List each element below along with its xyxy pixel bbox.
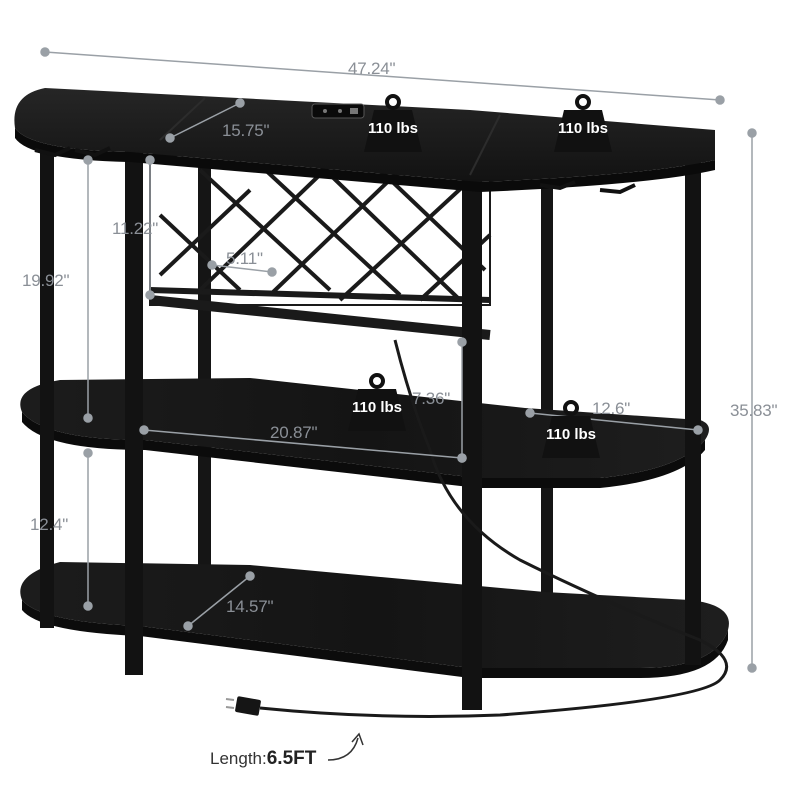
cord-length-caption: Length:6.5FT — [210, 748, 316, 770]
cord-pointer-arrow — [327, 737, 359, 761]
weight-icon — [364, 94, 422, 152]
dim-rack-height: 11.22" — [112, 219, 159, 238]
weight-icon — [542, 400, 600, 458]
weight-label: 110 lbs — [545, 426, 597, 443]
weight-label: 110 lbs — [557, 120, 609, 137]
bottom-shelf — [20, 562, 729, 678]
power-cord — [259, 339, 729, 718]
weight-label: 110 lbs — [351, 399, 403, 416]
weight-label: 110 lbs — [367, 120, 419, 137]
dim-rack-cell: 5.11" — [226, 249, 263, 268]
weight-badge-top-left: 110 lbs — [360, 94, 426, 152]
dim-side-upper-height: 19.92" — [22, 271, 70, 290]
cord-pointer-arrowhead — [351, 732, 364, 746]
dim-middle-gap: 7.36" — [412, 389, 451, 408]
weight-badge-middle-center: 110 lbs — [344, 373, 410, 431]
table-top — [14, 88, 715, 192]
dimension-lines — [40, 47, 757, 673]
dim-total-width: 47.24" — [348, 59, 396, 78]
cord-length-label: Length: — [210, 749, 267, 768]
power-outlet — [311, 103, 365, 119]
glass-holders — [34, 146, 636, 195]
weight-icon — [554, 94, 612, 152]
weight-icon — [348, 373, 406, 431]
dim-side-depth: 12.6" — [592, 399, 631, 418]
dim-overall-height: 35.83" — [730, 401, 778, 420]
dim-bottom-gap: 12.4" — [30, 515, 69, 534]
dim-top-depth: 15.75" — [222, 121, 270, 140]
weight-badge-middle-right: 110 lbs — [538, 400, 604, 458]
dim-middle-width: 20.87" — [270, 423, 318, 442]
front-legs — [40, 140, 701, 710]
weight-badge-top-right: 110 lbs — [550, 94, 616, 152]
cord-length-value: 6.5FT — [266, 748, 317, 769]
plug — [225, 696, 261, 716]
dim-bottom-depth: 14.57" — [226, 597, 274, 616]
